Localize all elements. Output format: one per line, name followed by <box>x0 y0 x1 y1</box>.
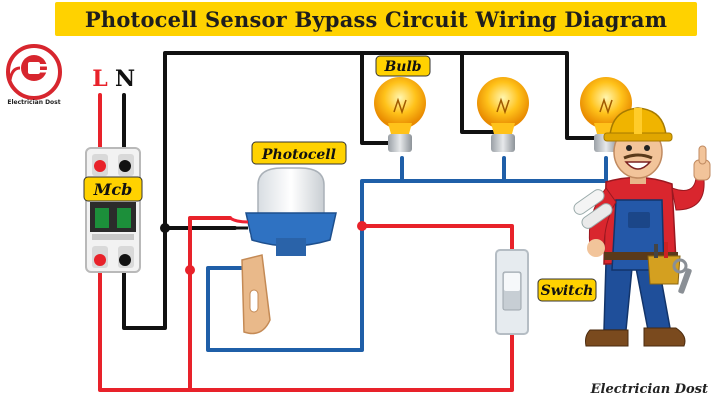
photocell-dome <box>257 167 325 216</box>
load-wires <box>206 156 608 352</box>
rolled-plans-icon <box>573 189 613 229</box>
logo-text: Electrician Dost <box>7 99 60 106</box>
photocell-sensor: Photocell <box>229 141 347 335</box>
bulb-label: Bulb <box>383 59 421 75</box>
live-wire-to-switch <box>360 224 514 260</box>
bulb-glass <box>374 77 426 129</box>
photocell-label: Photocell <box>261 147 336 163</box>
bulb-glass <box>477 77 529 129</box>
thumbs-up-icon <box>693 145 711 181</box>
switch-label: Switch <box>541 283 594 299</box>
watermark-text: Electrician Dost <box>590 382 708 397</box>
title-banner: Photocell Sensor Bypass Circuit Wiring D… <box>55 2 697 36</box>
wall-switch[interactable]: Switch <box>495 249 597 335</box>
live-wire-photocell <box>188 216 232 392</box>
bulb-cap <box>491 134 515 152</box>
brand-logo: Electrician Dost <box>6 44 62 106</box>
bulb-2 <box>477 77 529 152</box>
load-wire-main <box>206 156 608 352</box>
electrician-mascot-illustration <box>573 107 711 347</box>
neutral-label: N <box>115 66 135 92</box>
hard-hat-icon <box>603 107 673 142</box>
junctions <box>160 221 517 330</box>
mcb-breaker[interactable]: Mcb <box>83 147 143 273</box>
line-label: L <box>92 66 107 92</box>
neutral-wires <box>122 51 608 330</box>
bulb-cap <box>388 134 412 152</box>
live-wires <box>98 93 514 392</box>
wrench-icon <box>672 258 692 294</box>
mcb-label: Mcb <box>93 180 133 199</box>
bulb-1: Bulb <box>374 55 431 152</box>
page-title: Photocell Sensor Bypass Circuit Wiring D… <box>84 6 668 32</box>
live-wire-main <box>98 259 514 392</box>
